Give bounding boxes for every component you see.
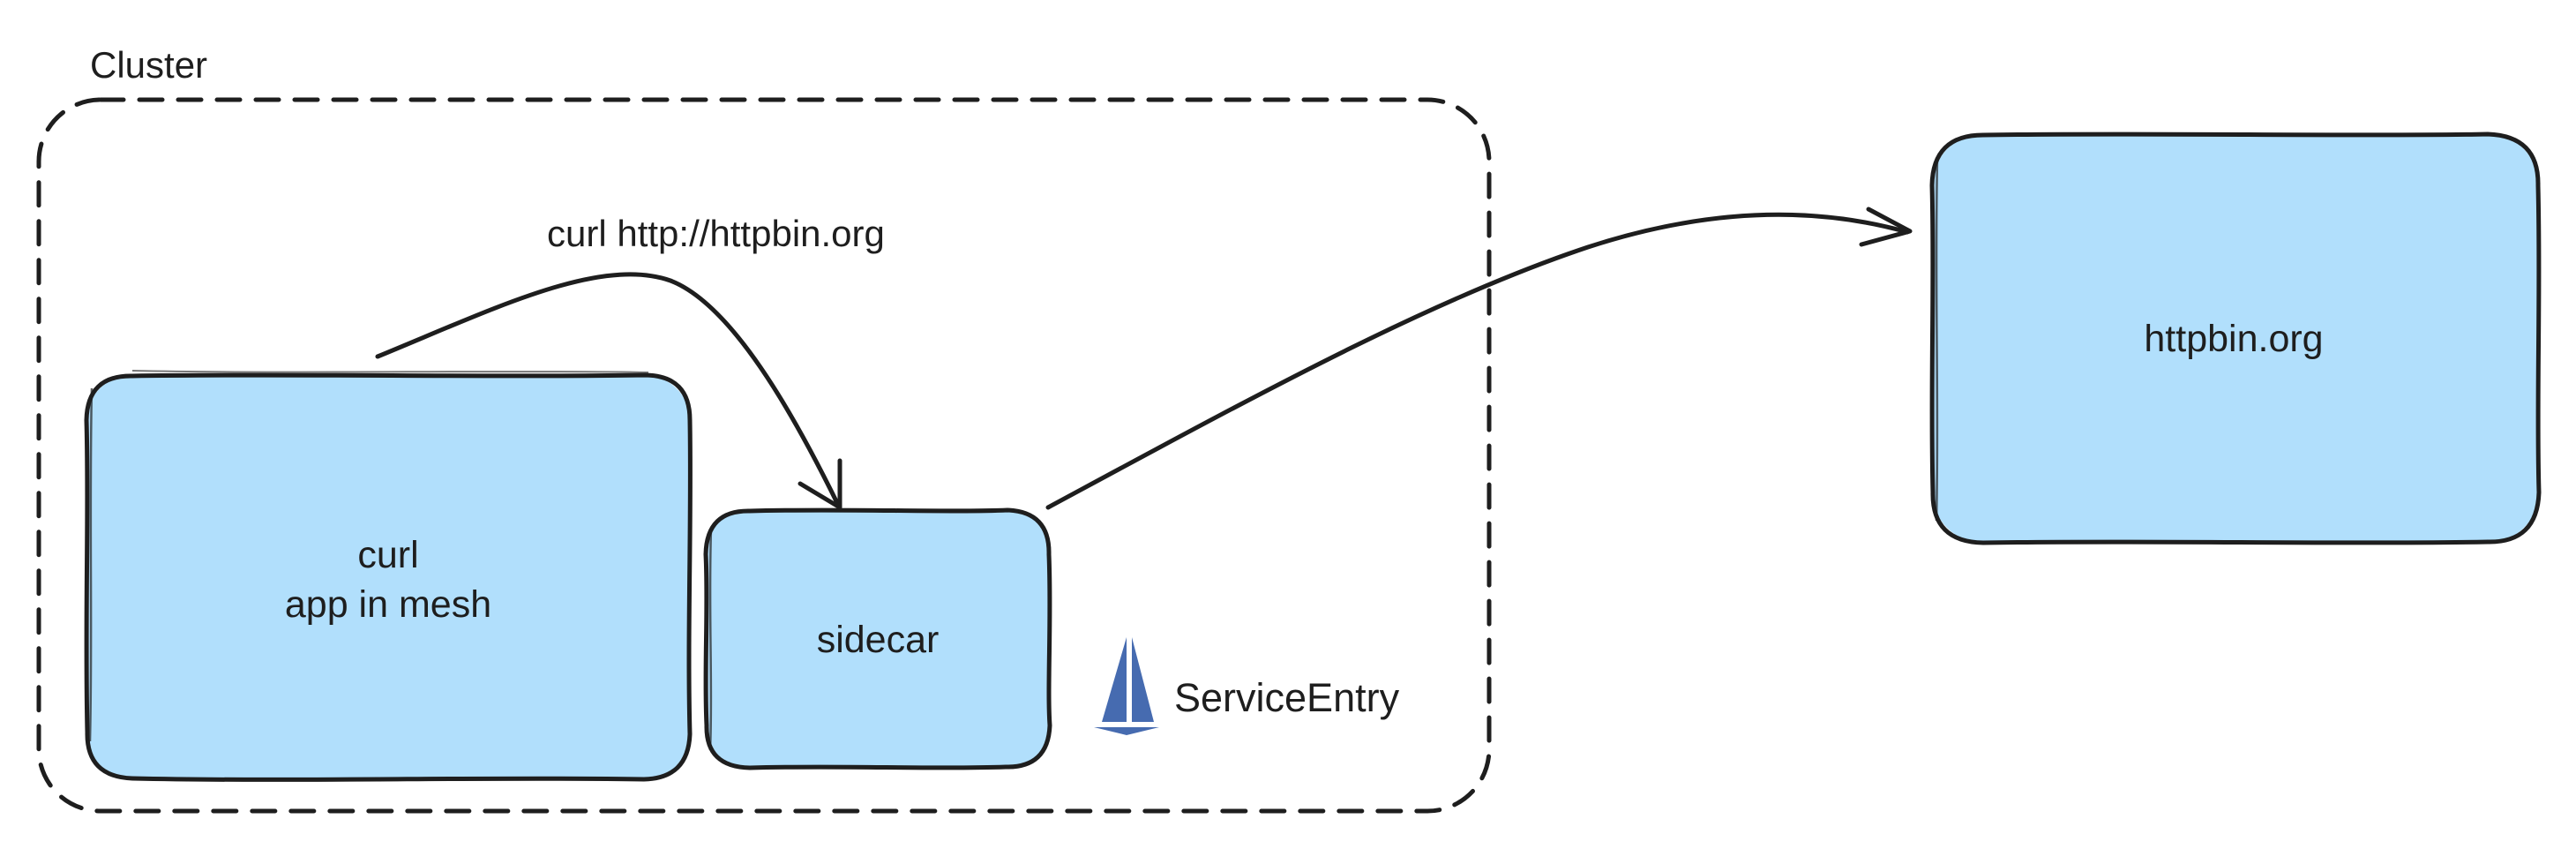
- egress-arrow: [1045, 207, 1913, 510]
- curl-app-box[interactable]: curl app in mesh: [84, 370, 693, 782]
- sidecar-label: sidecar: [817, 619, 940, 661]
- httpbin-box[interactable]: httpbin.org: [1929, 131, 2542, 545]
- curl-app-subtitle: app in mesh: [285, 583, 491, 626]
- service-entry-label: ServiceEntry: [1174, 675, 1400, 720]
- request-arrow: [375, 272, 842, 510]
- request-arrow-label: curl http://httpbin.org: [547, 213, 885, 254]
- httpbin-label: httpbin.org: [2144, 318, 2323, 360]
- sidecar-box[interactable]: sidecar: [703, 507, 1052, 770]
- istio-sail-icon: [1094, 637, 1159, 735]
- curl-app-title: curl: [357, 534, 418, 576]
- cluster-boundary: [36, 97, 1492, 814]
- cluster-label: Cluster: [90, 44, 207, 86]
